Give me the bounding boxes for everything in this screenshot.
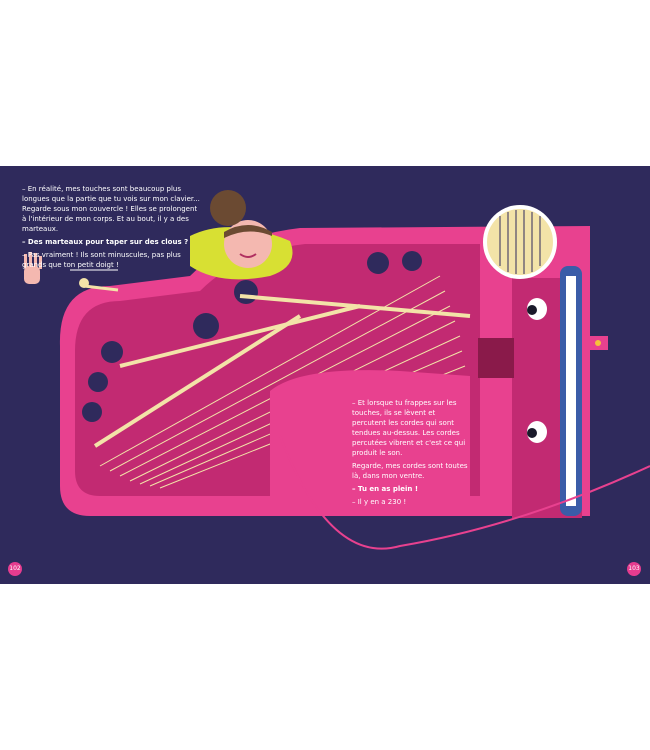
page-number-right: 103 [627, 562, 641, 576]
eye-icon [527, 421, 547, 443]
hammer-block [478, 338, 514, 378]
sound-hole [101, 341, 123, 363]
piano-lid-front [270, 370, 470, 516]
right-page-text: – Et lorsque tu frappes sur les touches,… [352, 398, 470, 510]
sound-hole [193, 313, 219, 339]
sound-hole [82, 402, 102, 422]
left-paragraph-3: – Pas vraiment ! Ils sont minuscules, pa… [22, 251, 181, 269]
right-paragraph-4: – Il y en a 230 ! [352, 498, 407, 506]
sound-hole [402, 251, 422, 271]
left-page-text: – En réalité, mes touches sont beaucoup … [22, 184, 202, 273]
hand-icon [24, 252, 42, 284]
eye-icon [527, 298, 547, 320]
sound-hole [234, 280, 258, 304]
right-paragraph-1: – Et lorsque tu frappes sur les touches,… [352, 399, 466, 457]
book-spread: – En réalité, mes touches sont beaucoup … [0, 166, 650, 584]
pedal-icon [588, 336, 608, 350]
page-number-left: 102 [8, 562, 22, 576]
hammer-icon [70, 269, 119, 292]
sound-hole [367, 252, 389, 274]
magnifier-icon [483, 205, 557, 279]
piano-cable [279, 435, 650, 550]
piano-braces [93, 294, 471, 448]
left-paragraph-2: – Des marteaux pour taper sur des clous … [22, 238, 189, 246]
right-paragraph-2: Regarde, mes cordes sont toutes là, dans… [352, 462, 468, 480]
sound-hole [88, 372, 108, 392]
right-paragraph-3: – Tu en as plein ! [352, 485, 419, 493]
left-paragraph-1: – En réalité, mes touches sont beaucoup … [22, 185, 200, 233]
girl-character [190, 190, 293, 280]
piano-illustration [24, 190, 650, 550]
piano-keys [566, 276, 576, 506]
